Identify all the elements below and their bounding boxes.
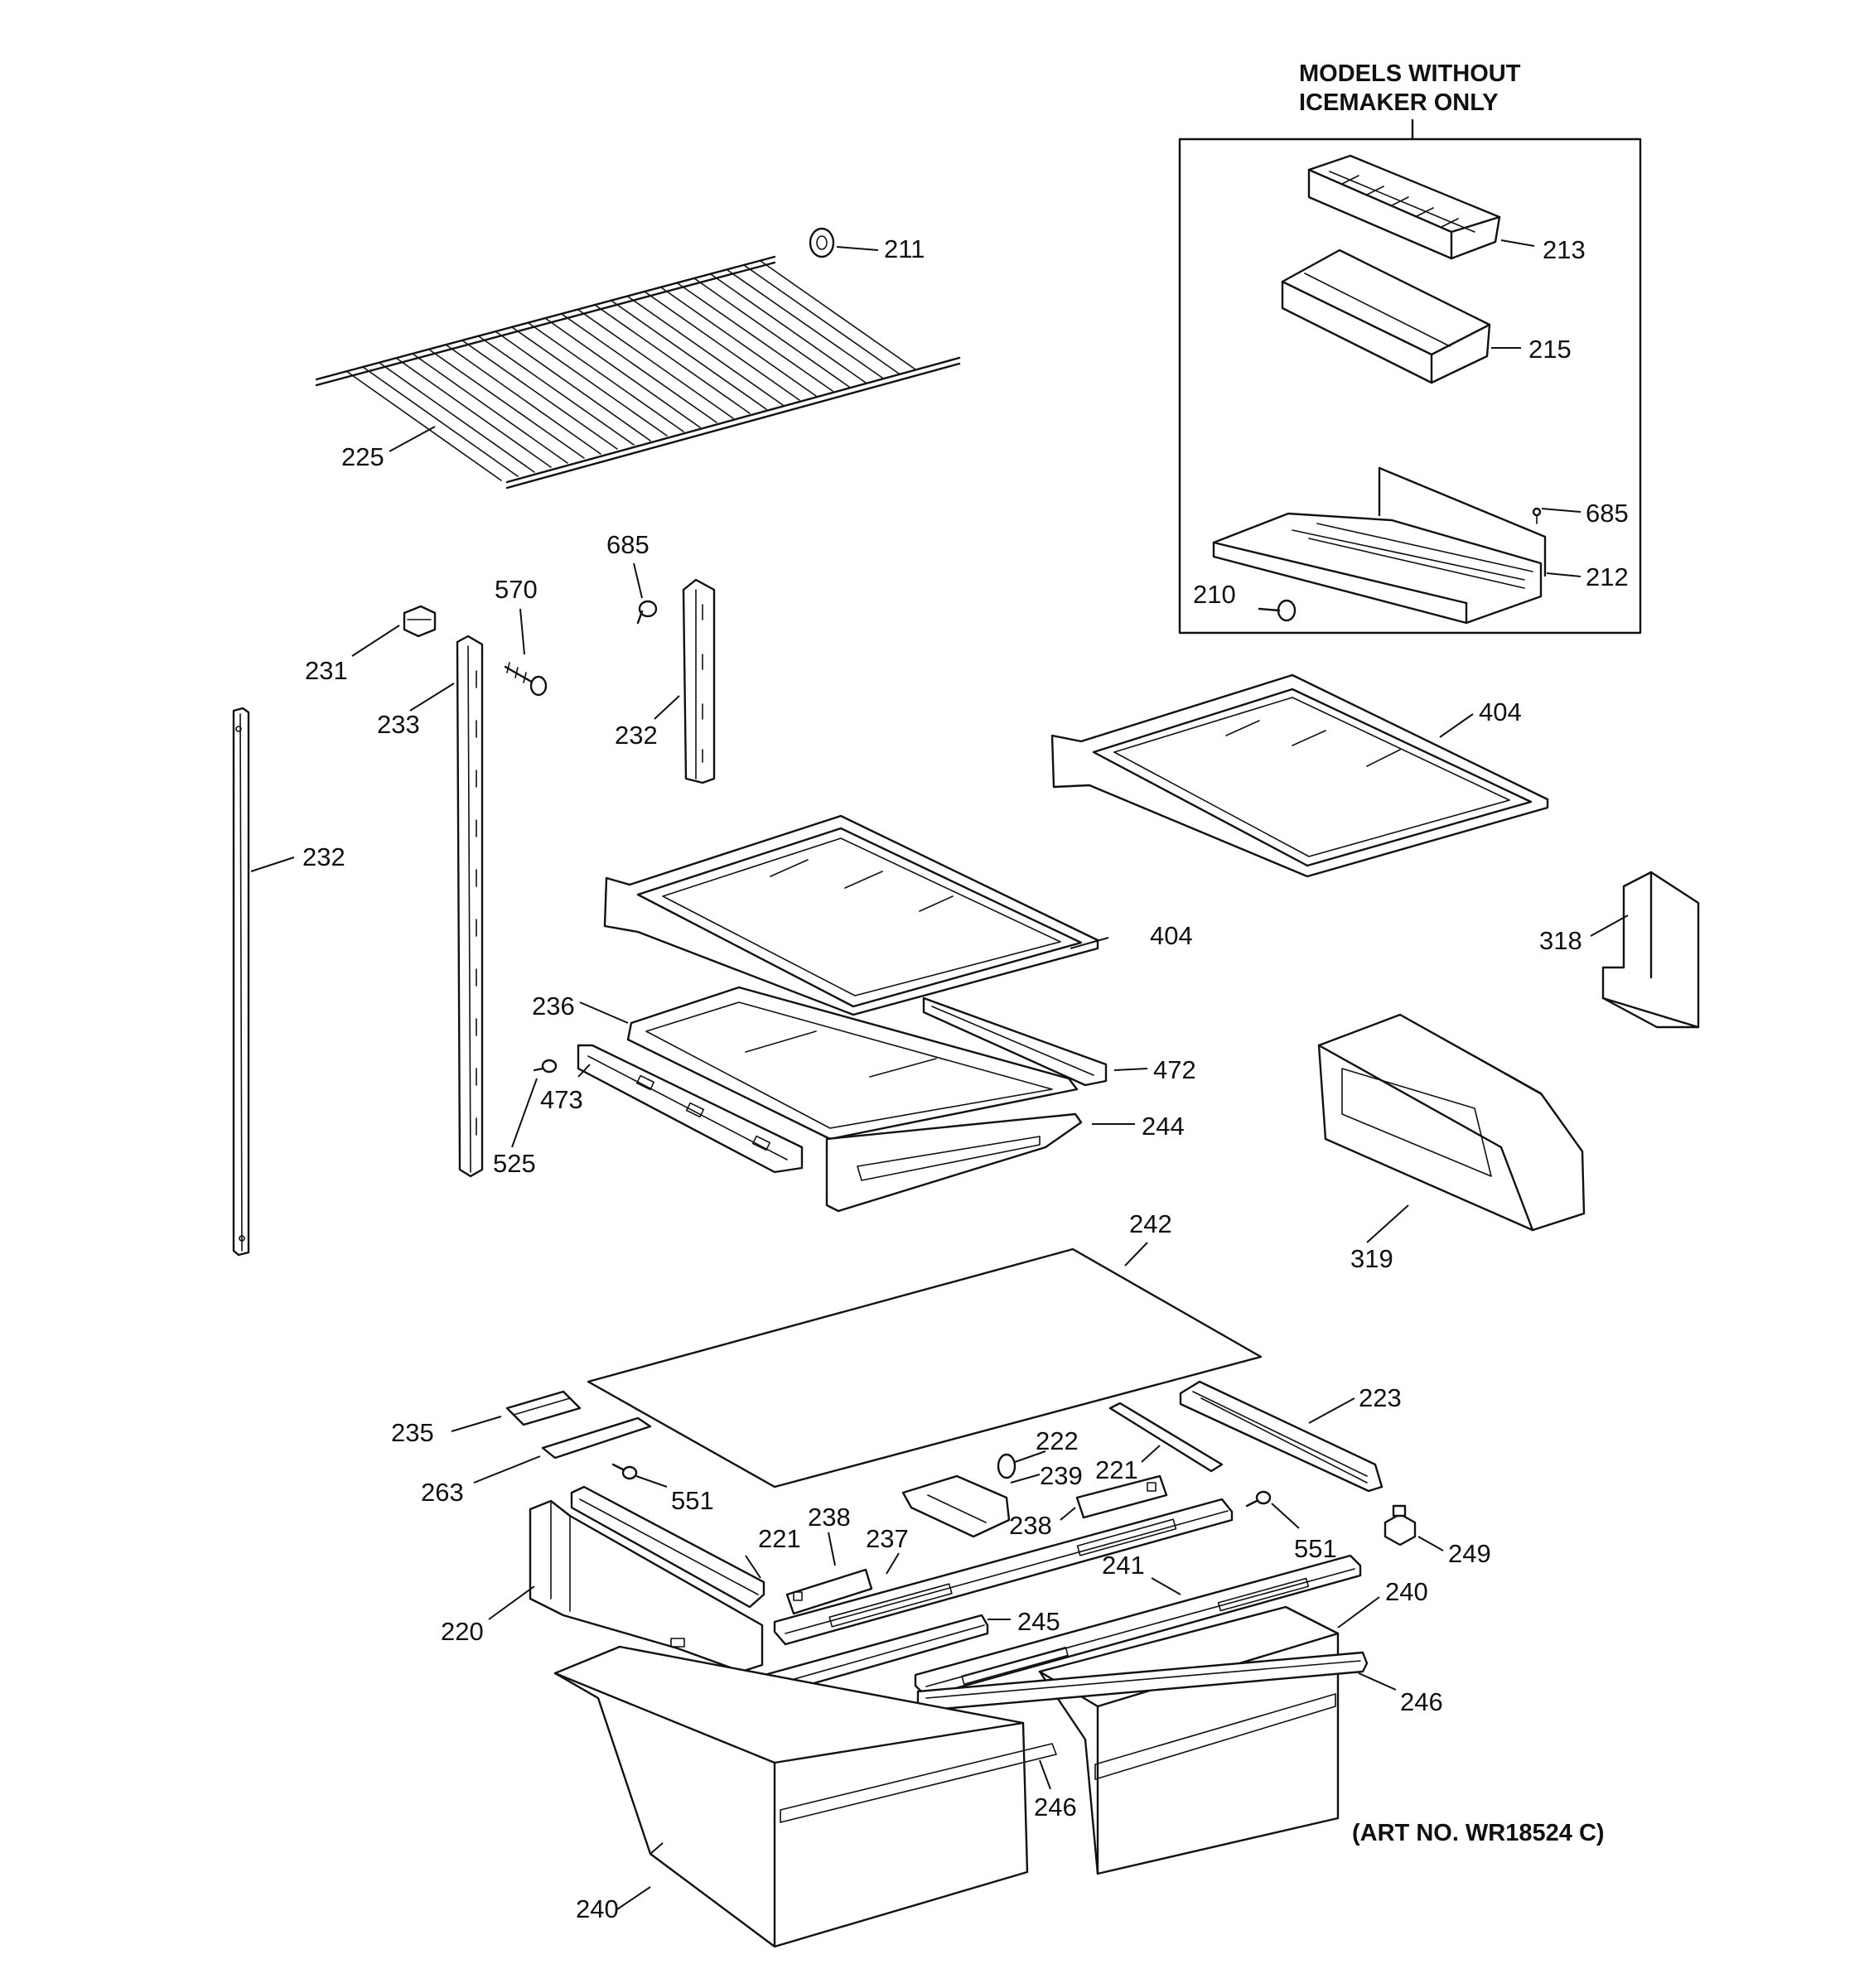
label-plate-238-left: 238 [785,1503,873,1615]
cap-211: 211 [809,227,925,263]
screw-551-right: 551 [1245,1490,1337,1563]
label-232-upper: 232 [615,721,658,750]
wire-shelf-225: 225 [315,255,961,490]
switch-249: 249 [1384,1504,1491,1568]
label-236: 236 [532,992,575,1021]
housing-319: 319 [1317,1013,1586,1273]
label-249: 249 [1448,1539,1491,1568]
rail-233: 233 [377,635,484,1178]
bracket-318: 318 [1539,871,1700,1029]
label-551-left: 551 [671,1486,714,1515]
ice-bin-215 [1281,248,1491,384]
screw-685: 685 [606,530,658,625]
label-213: 213 [1543,235,1586,264]
inset-title-line2: ICEMAKER ONLY [1299,89,1499,116]
ice-shelf-212 [1212,466,1547,625]
label-211: 211 [884,234,925,263]
art-number: (ART NO. WR18524 C) [1352,1820,1605,1846]
part-221-right: 221 [1095,1402,1224,1484]
screw-551-left: 551 [611,1463,714,1515]
label-235: 235 [391,1418,434,1447]
rail-241: 241 [914,1551,1362,1698]
label-221-left: 221 [758,1524,801,1553]
label-473: 473 [540,1085,583,1114]
label-238-left: 238 [808,1503,851,1532]
label-239: 239 [1040,1461,1083,1490]
label-238-mid: 238 [1009,1511,1052,1540]
crisper-bin-240-left: 240 [553,1645,1057,1948]
rail-232-left: 232 [232,707,345,1257]
screw-210 [1258,599,1297,622]
label-319: 319 [1350,1244,1393,1273]
rail-232-upper: 232 [615,578,716,784]
label-246-right: 246 [1400,1687,1443,1716]
label-231: 231 [305,656,348,685]
label-404-mid: 404 [1150,921,1193,950]
clip-231: 231 [305,605,437,685]
label-242: 242 [1129,1209,1172,1238]
handle-rail-246-right: 246 [916,1651,1443,1716]
label-244: 244 [1142,1112,1185,1141]
glass-shelf-404-right: 404 [1050,673,1549,878]
bracket-220: 220 [441,1499,764,1673]
label-241: 241 [1102,1551,1145,1580]
inset-title-line1: MODELS WITHOUT [1299,60,1521,87]
screw-570: 570 [495,575,548,697]
glass-panel-242: 242 [587,1209,1263,1489]
slide-223: 223 [1179,1380,1402,1493]
slide-472: 472 [922,996,1196,1087]
screw-685-inset [1532,507,1542,524]
label-212: 212 [1586,562,1629,591]
bracket-239: 239 [901,1461,1083,1538]
label-240-right: 240 [1385,1577,1428,1606]
icemaker-inset-box: MODELS WITHOUT ICEMAKER ONLY [1178,60,1642,635]
crisper-cover-236: 236 [532,986,1079,1141]
label-215: 215 [1528,335,1572,364]
drawer-frame-244: 244 [825,1112,1185,1213]
label-210: 210 [1193,580,1236,609]
label-551-right: 551 [1294,1534,1337,1563]
label-685-inset: 685 [1586,499,1629,528]
label-220: 220 [441,1617,484,1646]
label-245: 245 [1017,1607,1060,1636]
label-263: 263 [421,1478,464,1507]
part-222: 222 [997,1426,1079,1479]
label-233: 233 [377,710,420,739]
slide-235: 235 [391,1390,582,1447]
label-472: 472 [1153,1055,1196,1084]
ice-tray-213 [1307,154,1501,260]
inset-frame [1178,138,1642,635]
label-222: 222 [1036,1426,1079,1455]
label-246-mid: 246 [1034,1793,1077,1822]
label-240-bottom: 240 [576,1894,619,1923]
label-525: 525 [493,1149,536,1178]
slide-473: 473 [540,1044,804,1174]
label-232-left: 232 [302,842,345,871]
label-318: 318 [1539,926,1582,955]
label-plate-238-right: 238 [1009,1474,1168,1540]
screw-525: 525 [493,1059,558,1178]
label-685: 685 [606,530,650,559]
slide-263: 263 [421,1416,652,1507]
label-237: 237 [866,1524,909,1553]
rail-221-left: 221 [570,1485,801,1609]
label-570: 570 [495,575,538,604]
label-225: 225 [341,442,384,471]
label-223: 223 [1359,1383,1402,1412]
rail-237: 237 [773,1498,1234,1646]
label-221-right: 221 [1095,1455,1138,1484]
handle-246-mid: 246 [1034,1759,1077,1822]
label-404-right: 404 [1479,697,1522,726]
glass-shelf-404-mid: 404 [603,814,1193,1016]
